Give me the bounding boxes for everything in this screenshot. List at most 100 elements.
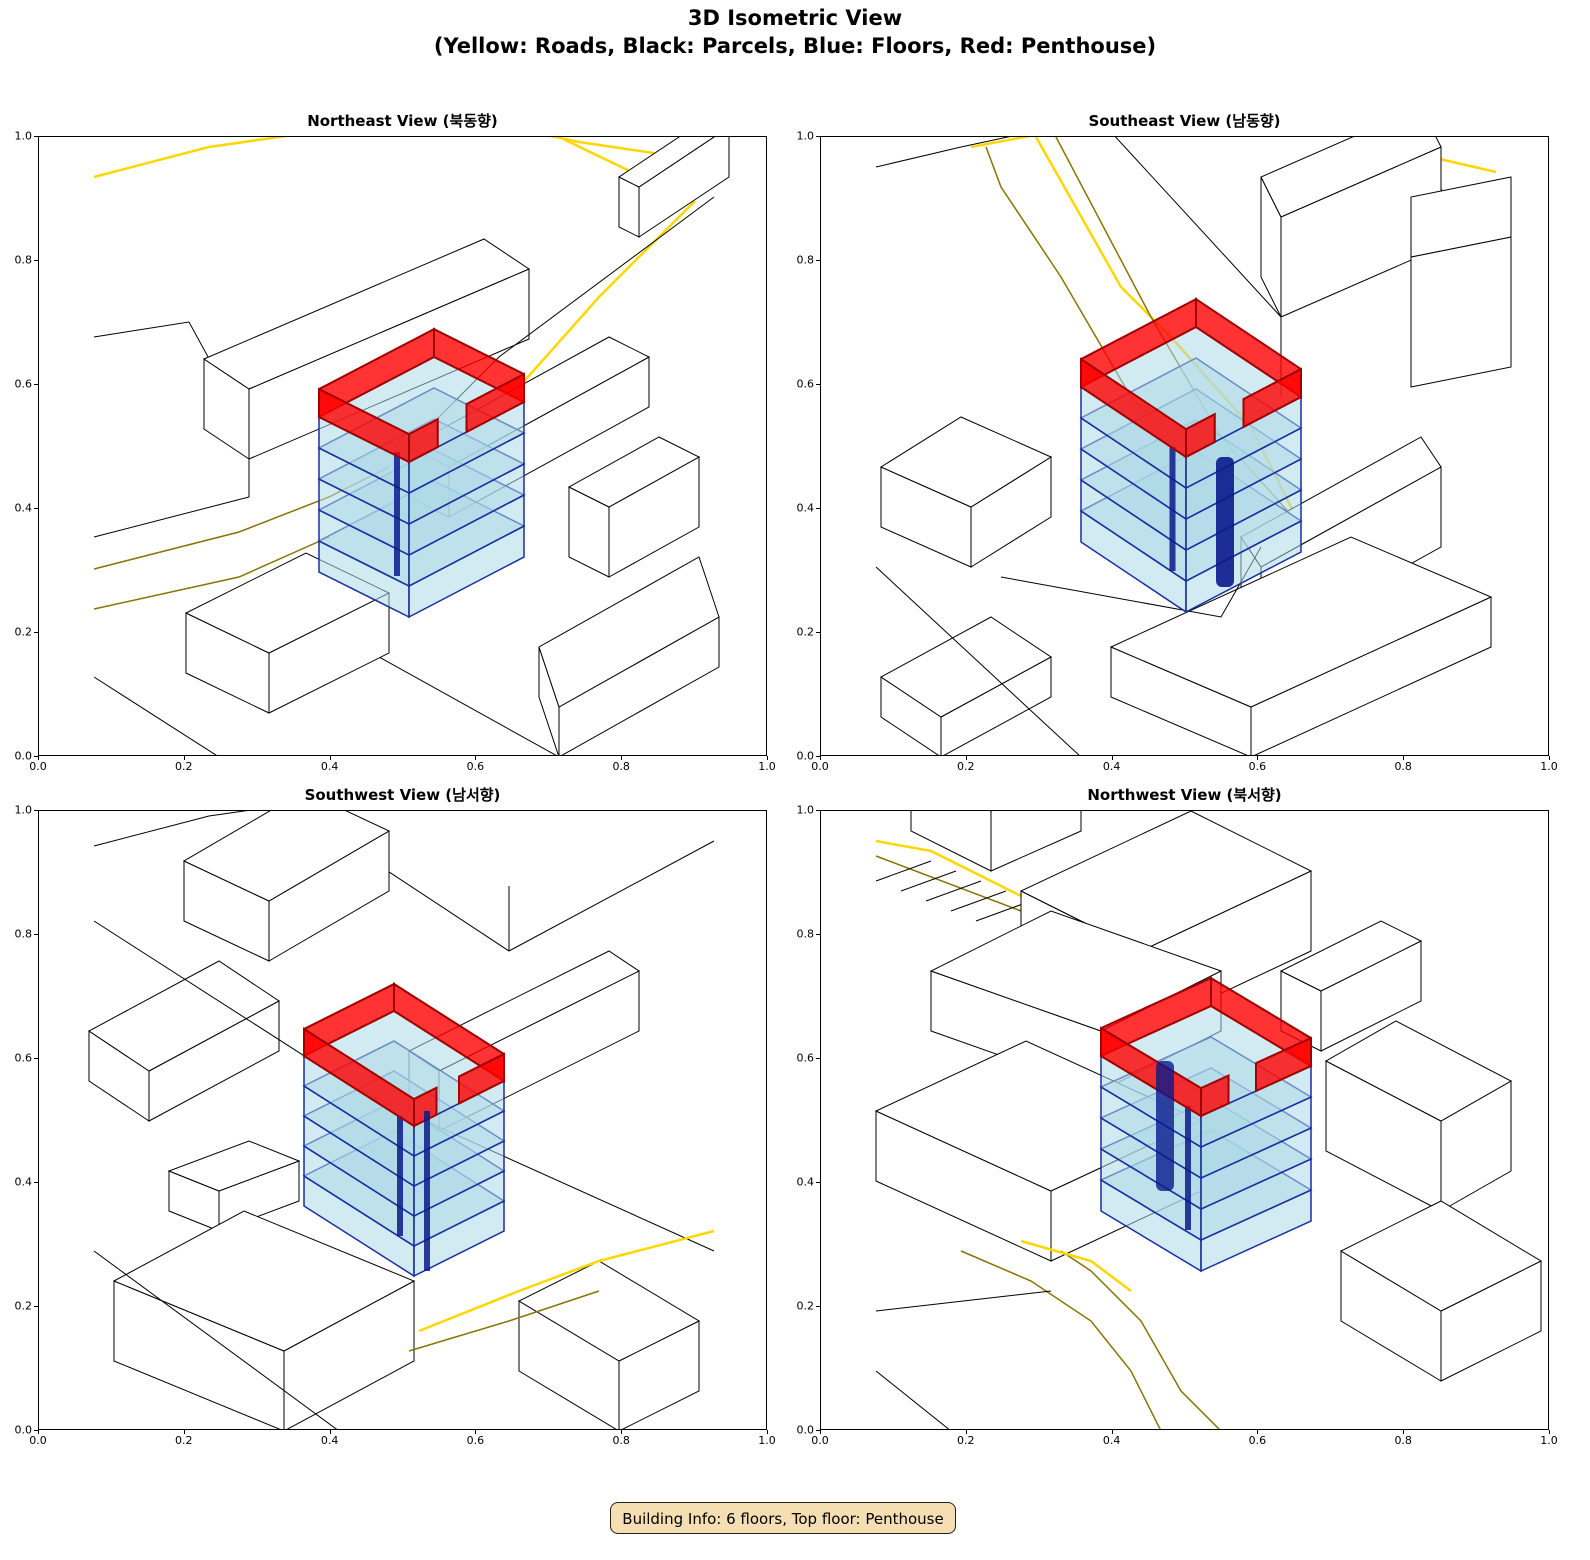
x-tick-mark [329, 1430, 331, 1434]
x-tick-mark [1549, 756, 1550, 760]
x-tick-mark [1257, 1430, 1259, 1434]
penthouse-wall [458, 1052, 505, 1106]
x-tick-mark [820, 1430, 821, 1434]
core-column [394, 452, 400, 576]
y-tick-label: 0.6 [796, 1051, 815, 1065]
x-tick-mark [1403, 1430, 1405, 1434]
y-tick-mark [816, 384, 820, 385]
y-tick-label: 0.0 [796, 1423, 815, 1437]
x-tick-mark [38, 1430, 39, 1434]
panel-title-northeast: Northeast View (북동향) [307, 112, 498, 130]
y-tick-mark [34, 810, 38, 811]
parcel-building-top-face [618, 137, 715, 188]
road-line [1430, 155, 1497, 174]
y-tick-label: 0.6 [796, 377, 815, 391]
y-tick-mark [34, 508, 38, 509]
parcel-building-top-face [202, 238, 531, 390]
x-tick-mark [767, 1430, 768, 1434]
y-tick-mark [816, 632, 820, 633]
x-tick-label: 1.0 [1540, 1434, 1558, 1447]
y-tick-label: 0.0 [796, 749, 815, 763]
y-tick-label: 0.4 [14, 1175, 33, 1189]
y-tick-mark [816, 1430, 820, 1431]
parcel-line [93, 676, 217, 755]
parcel-building-top-face [88, 960, 280, 1072]
parcel-line [875, 137, 1011, 168]
parcel-line [875, 566, 1080, 755]
y-tick-label: 0.8 [796, 927, 815, 941]
x-tick-mark [965, 756, 967, 760]
panel-northeast [38, 136, 767, 756]
building-info-box: Building Info: 6 floors, Top floor: Pent… [610, 1502, 956, 1534]
core-column [1216, 457, 1234, 587]
penthouse-wall [1255, 1036, 1312, 1093]
parcel-building-top-face [182, 811, 391, 902]
y-tick-mark [816, 810, 820, 811]
y-tick-label: 0.6 [14, 1051, 33, 1065]
x-tick-mark [329, 756, 331, 760]
x-tick-mark [183, 1430, 185, 1434]
x-tick-mark [820, 756, 821, 760]
x-tick-label: 1.0 [758, 1434, 776, 1447]
x-tick-label: 0.8 [1394, 1434, 1412, 1447]
panel-title-southwest: Southwest View (남서향) [304, 786, 501, 804]
y-tick-mark [34, 384, 38, 385]
penthouse-wall [465, 372, 525, 434]
y-tick-label: 0.2 [14, 1299, 33, 1313]
x-tick-label: 1.0 [758, 760, 776, 773]
road-line [408, 1290, 600, 1352]
parcel-line [950, 890, 1007, 912]
x-tick-mark [1257, 756, 1259, 760]
road-line [93, 536, 330, 610]
y-tick-mark [816, 756, 820, 757]
parcel-building-top-face [1279, 920, 1423, 992]
penthouse-wall [1200, 1074, 1230, 1118]
parcel-building-top-face [1339, 1200, 1543, 1312]
x-tick-mark [621, 756, 623, 760]
parcel-building-top-face [167, 1140, 301, 1192]
parcel-line [93, 1250, 338, 1429]
y-tick-label: 1.0 [14, 803, 33, 817]
road-line [93, 137, 288, 179]
x-tick-label: 0.4 [1102, 1434, 1121, 1447]
y-tick-label: 0.4 [796, 501, 815, 515]
y-tick-label: 0.0 [14, 749, 33, 763]
panel-northwest [820, 810, 1549, 1430]
parcel-line [875, 860, 932, 882]
penthouse-wall [1185, 412, 1216, 459]
penthouse-wall [1242, 367, 1302, 429]
x-tick-mark [1111, 1430, 1113, 1434]
x-tick-label: 0.2 [957, 760, 975, 773]
y-tick-label: 1.0 [14, 129, 33, 143]
road-line [418, 1229, 715, 1333]
x-tick-mark [183, 756, 185, 760]
panel-title-southeast: Southeast View (남동향) [1088, 112, 1281, 130]
figure-title: 3D Isometric View [687, 6, 903, 30]
x-tick-label: 0.4 [1102, 760, 1121, 773]
x-tick-label: 0.6 [1248, 1434, 1267, 1447]
x-tick-label: 0.8 [612, 1434, 630, 1447]
y-tick-label: 0.2 [14, 625, 33, 639]
y-tick-mark [816, 1182, 820, 1183]
y-tick-label: 0.8 [14, 927, 33, 941]
parcel-building-top-face [1260, 137, 1442, 218]
y-tick-mark [816, 1306, 820, 1307]
x-tick-label: 0.0 [811, 760, 829, 773]
parcel-building-top-face [1109, 536, 1493, 708]
y-tick-label: 0.8 [796, 253, 815, 267]
penthouse-wall [408, 417, 439, 464]
parcel-building-top-face [112, 1210, 416, 1352]
parcel-line [900, 870, 957, 892]
parcel-building-top-face [538, 556, 720, 708]
y-tick-label: 0.2 [796, 625, 815, 639]
y-tick-mark [34, 1306, 38, 1307]
parcel-building-top-face [1324, 1020, 1513, 1122]
y-tick-mark [34, 1182, 38, 1183]
y-tick-mark [816, 1058, 820, 1059]
parcel-line [925, 880, 982, 902]
parcel-line [875, 1290, 1052, 1312]
parcel-line [93, 811, 248, 847]
parcel-building-top-face [1410, 176, 1512, 258]
x-tick-label: 0.6 [466, 760, 485, 773]
core-column [397, 1116, 403, 1236]
